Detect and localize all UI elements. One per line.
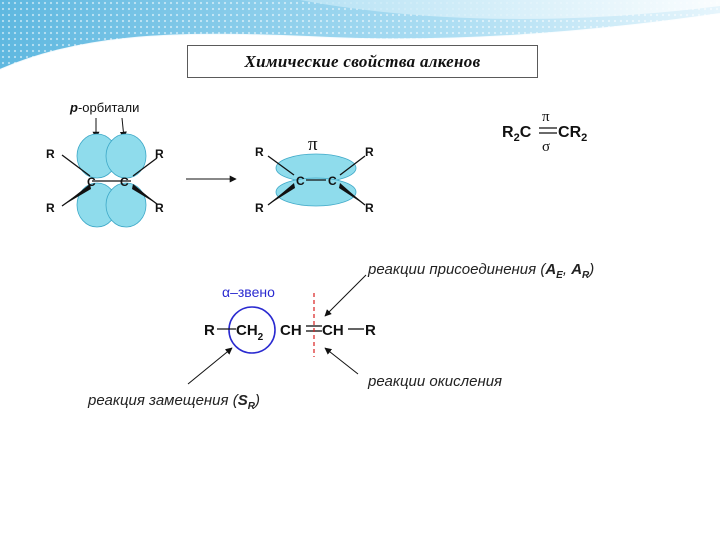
alpha-ring xyxy=(228,306,276,354)
pi-orbital-label: π xyxy=(308,134,318,155)
formula-ch2: CH2 xyxy=(236,322,264,343)
left-r-bottom-right: R xyxy=(155,201,164,215)
header-wave-line xyxy=(0,13,720,71)
pi-bond-label: π xyxy=(542,109,550,125)
oxidation-label: реакции окисления xyxy=(367,373,502,390)
right-r-top-right: R xyxy=(365,145,374,159)
right-wedges xyxy=(268,183,365,205)
header-wave-light xyxy=(300,0,720,19)
formula-r-left: R xyxy=(204,322,215,339)
right-r-bottom-right: R xyxy=(365,201,374,215)
addition-label: реакции присоединения (AE, AR) xyxy=(367,261,594,281)
left-carbon-right: C xyxy=(120,175,129,189)
left-carbon-left: C xyxy=(87,175,96,189)
slide-title: Химические свойства алкенов xyxy=(244,51,481,71)
pi-lobe-bottom xyxy=(275,177,357,207)
formula-r-right: R xyxy=(365,322,376,339)
bond-formula-left: R2C xyxy=(502,124,532,144)
title-box: Химические свойства алкенов xyxy=(187,45,538,78)
left-r-bottom-left: R xyxy=(46,201,55,215)
pi-orbital xyxy=(275,153,357,207)
right-carbon-left: C xyxy=(296,174,305,188)
p-orbitals-label: p-орбитали xyxy=(69,100,139,115)
left-r-top-right: R xyxy=(155,147,164,161)
alpha-link-label: α–звено xyxy=(222,284,275,300)
left-r-top-left: R xyxy=(46,147,55,161)
substitution-label: реакция замещения (SR) xyxy=(87,392,260,412)
oxidation-arrow xyxy=(324,347,359,375)
alkene-formula: R CH2 CH CH R xyxy=(204,322,376,343)
sigma-bond-label: σ xyxy=(542,139,550,155)
orbital-lobe xyxy=(105,133,147,179)
right-r-bottom-left: R xyxy=(255,201,264,215)
bond-formula-right: CR2 xyxy=(558,124,587,144)
left-wedges xyxy=(62,184,157,206)
formula-ch-b: CH xyxy=(322,322,344,339)
left-p-orbitals xyxy=(76,133,147,228)
svg-text:p-орбитали: p-орбитали xyxy=(69,100,139,115)
formula-ch-a: CH xyxy=(280,322,302,339)
orbital-lobe xyxy=(105,182,147,228)
bond-formula: R2C CR2 π σ xyxy=(502,109,587,155)
right-carbon-right: C xyxy=(328,174,337,188)
substitution-arrow xyxy=(187,347,233,385)
addition-arrow xyxy=(324,274,367,317)
right-r-top-left: R xyxy=(255,145,264,159)
